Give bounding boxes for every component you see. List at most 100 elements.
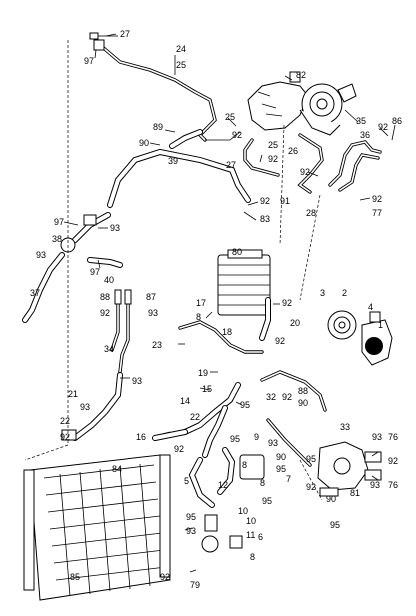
label-19: 19 bbox=[198, 368, 208, 378]
leader-turbo bbox=[279, 124, 285, 246]
label-93-g: 93 bbox=[372, 432, 382, 442]
label-9: 9 bbox=[254, 432, 259, 442]
label-92-m: 92 bbox=[306, 482, 316, 492]
label-92-f: 92 bbox=[260, 196, 270, 206]
label-25-c: 25 bbox=[268, 140, 278, 150]
label-17: 17 bbox=[196, 298, 206, 308]
label-36: 36 bbox=[360, 130, 370, 140]
leader-28 bbox=[299, 194, 321, 301]
label-35: 35 bbox=[356, 116, 366, 126]
label-93-h: 93 bbox=[370, 480, 380, 490]
clip-88 bbox=[114, 289, 122, 305]
label-91: 91 bbox=[280, 196, 290, 206]
water-pump bbox=[327, 310, 393, 366]
label-23: 23 bbox=[152, 340, 162, 350]
label-11: 11 bbox=[246, 530, 255, 540]
label-95-e: 95 bbox=[306, 454, 316, 464]
label-8-d: 8 bbox=[250, 552, 255, 562]
turbocharger bbox=[247, 71, 357, 136]
label-3: 3 bbox=[320, 288, 325, 298]
hose-39 bbox=[107, 129, 251, 208]
leader-lines bbox=[63, 33, 396, 573]
label-95-d: 95 bbox=[262, 496, 272, 506]
hose-14 bbox=[152, 382, 241, 458]
radiator bbox=[23, 454, 171, 601]
label-34: 34 bbox=[104, 344, 114, 354]
bolt-8 bbox=[229, 535, 243, 549]
label-89: 89 bbox=[153, 122, 163, 132]
label-77: 77 bbox=[372, 208, 382, 218]
label-90-d: 90 bbox=[326, 494, 336, 504]
oil-cooler bbox=[217, 249, 271, 316]
connector-90 bbox=[239, 454, 265, 480]
label-95-f: 95 bbox=[330, 520, 340, 530]
label-90: 90 bbox=[139, 138, 149, 148]
leader-95 bbox=[299, 459, 323, 501]
label-83: 83 bbox=[260, 214, 270, 224]
part-labels: 27 97 24 25 82 25 89 90 39 92 27 25 26 9… bbox=[30, 29, 402, 590]
label-37: 37 bbox=[30, 288, 40, 298]
clip-97 bbox=[93, 39, 105, 51]
label-26: 26 bbox=[288, 146, 298, 156]
label-95-g: 95 bbox=[186, 512, 196, 522]
label-92-b: 92 bbox=[268, 154, 278, 164]
label-32: 32 bbox=[266, 392, 276, 402]
label-39: 39 bbox=[168, 156, 178, 166]
label-25: 25 bbox=[176, 60, 186, 70]
label-92-g: 92 bbox=[100, 308, 110, 318]
label-22-b: 22 bbox=[190, 412, 200, 422]
label-10-b: 10 bbox=[246, 516, 256, 526]
label-25-b: 25 bbox=[225, 112, 235, 122]
thermostat-housing bbox=[317, 441, 382, 497]
label-8: 8 bbox=[196, 312, 201, 322]
label-92-d: 92 bbox=[300, 167, 310, 177]
label-92-j: 92 bbox=[60, 432, 70, 442]
label-15: 15 bbox=[202, 384, 212, 394]
label-5: 5 bbox=[184, 476, 189, 486]
label-93-d: 93 bbox=[132, 376, 142, 386]
pipe-34 bbox=[110, 298, 130, 374]
label-90-b: 90 bbox=[298, 398, 308, 408]
label-33: 33 bbox=[340, 422, 350, 432]
label-7: 7 bbox=[286, 474, 291, 484]
label-95: 95 bbox=[240, 400, 250, 410]
label-79: 79 bbox=[190, 580, 200, 590]
label-28: 28 bbox=[306, 208, 316, 218]
label-92-c: 92 bbox=[378, 122, 388, 132]
label-86: 86 bbox=[392, 116, 402, 126]
label-10: 10 bbox=[238, 506, 248, 516]
label-27: 27 bbox=[120, 29, 130, 39]
label-76: 76 bbox=[388, 432, 398, 442]
label-90-c: 90 bbox=[276, 452, 286, 462]
label-8-b: 8 bbox=[242, 460, 247, 470]
bracket-12 bbox=[204, 514, 218, 532]
label-21: 21 bbox=[68, 389, 78, 399]
clamp-92 bbox=[61, 429, 77, 441]
label-84: 84 bbox=[112, 464, 122, 474]
label-4: 4 bbox=[368, 302, 373, 312]
label-95-b: 95 bbox=[230, 434, 240, 444]
label-93-c: 93 bbox=[148, 308, 158, 318]
label-20: 20 bbox=[290, 318, 300, 328]
pipe-32 bbox=[260, 370, 327, 467]
clip-97-b bbox=[83, 214, 97, 226]
label-92: 92 bbox=[232, 130, 242, 140]
label-97-b: 97 bbox=[54, 217, 64, 227]
label-8-c: 8 bbox=[260, 478, 265, 488]
label-27-b: 27 bbox=[226, 160, 236, 170]
seal-11 bbox=[201, 535, 219, 553]
label-92-e: 92 bbox=[372, 194, 382, 204]
label-92-n: 92 bbox=[388, 456, 398, 466]
hose-37 bbox=[22, 212, 123, 323]
bolt-27 bbox=[89, 32, 118, 40]
label-85: 85 bbox=[70, 572, 80, 582]
label-88-b: 88 bbox=[298, 386, 308, 396]
label-93-b: 93 bbox=[36, 250, 46, 260]
leader-left bbox=[24, 40, 69, 461]
label-6: 6 bbox=[258, 532, 263, 542]
label-93: 93 bbox=[110, 223, 120, 233]
label-87: 87 bbox=[146, 292, 156, 302]
label-16: 16 bbox=[136, 432, 146, 442]
